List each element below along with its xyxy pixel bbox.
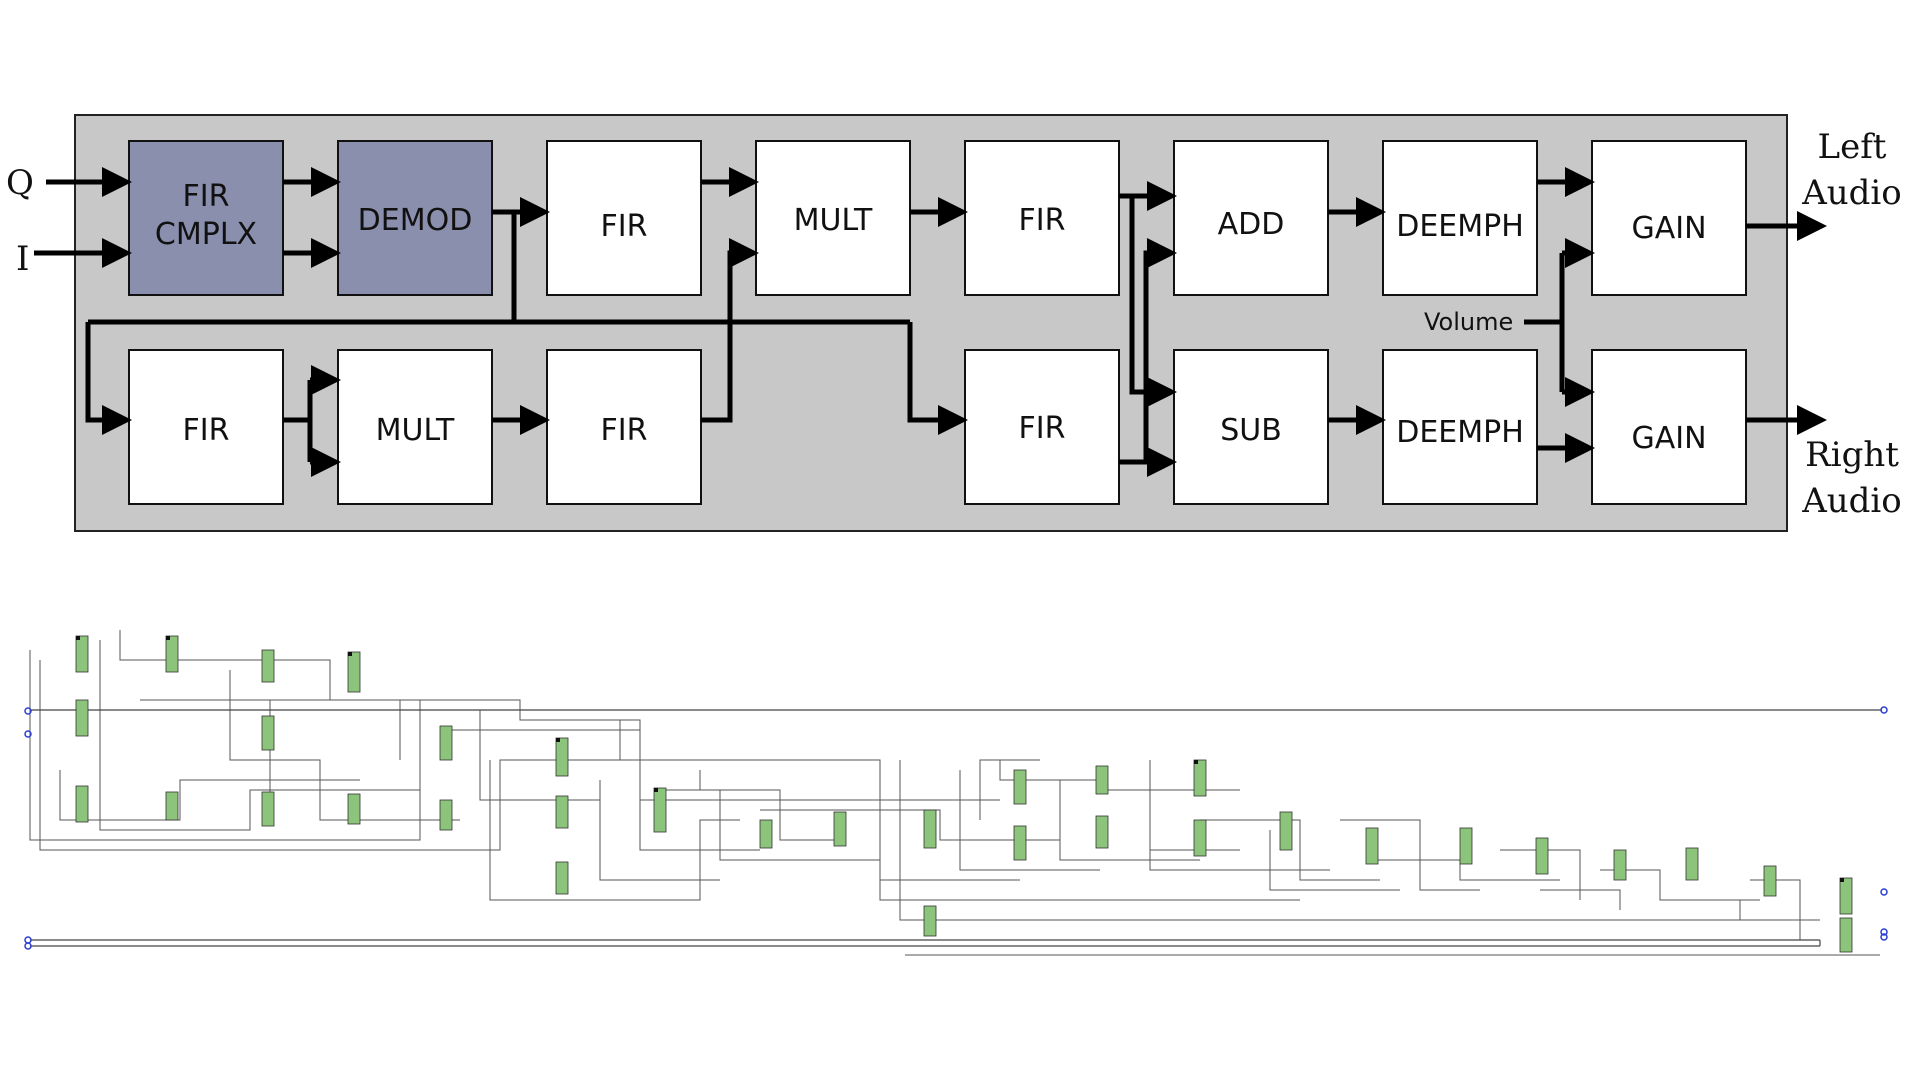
- fir-top-2-block: [964, 140, 1120, 296]
- volume-label: Volume: [1424, 308, 1513, 336]
- fir-top-1-block: [546, 140, 702, 296]
- sub-label: SUB: [1220, 413, 1282, 448]
- fir-bot-2-label: FIR: [601, 413, 648, 448]
- add-block: [1173, 140, 1329, 296]
- gain-bot-block: [1591, 349, 1747, 505]
- fir-bot-2-block: [546, 349, 702, 505]
- mult-bot-label: MULT: [376, 413, 455, 448]
- output-left-label-2: Audio: [1801, 173, 1902, 213]
- netlist-cell-markers: [76, 636, 1844, 882]
- mult-top-block: [755, 140, 911, 296]
- netlist-ports: [24, 706, 1888, 950]
- fir-bot-1-label: FIR: [183, 413, 230, 448]
- netlist-schematic: [24, 630, 1888, 956]
- demod-block: [337, 140, 493, 296]
- fir-cmplx-label-2: CMPLX: [155, 217, 257, 252]
- netlist-bus-lines: [30, 709, 1882, 947]
- fir-cmplx-block: [128, 140, 284, 296]
- deemph-bot-block: [1382, 349, 1538, 505]
- mult-top-label: MULT: [794, 203, 873, 238]
- fir-top-1-label: FIR: [601, 209, 648, 244]
- input-i-label: I: [16, 239, 29, 279]
- add-label: ADD: [1218, 207, 1285, 242]
- output-left-label-1: Left: [1818, 127, 1887, 167]
- deemph-bot-label: DEEMPH: [1396, 415, 1524, 450]
- gain-top-block: [1591, 140, 1747, 296]
- netlist-wires: [29, 630, 1880, 956]
- fir-top-2-label: FIR: [1019, 203, 1066, 238]
- netlist-cells: [75, 635, 1853, 953]
- gain-top-label: GAIN: [1631, 211, 1706, 246]
- deemph-top-label: DEEMPH: [1396, 209, 1524, 244]
- output-right-label-2: Audio: [1801, 481, 1902, 521]
- sub-block: [1173, 349, 1329, 505]
- input-q-label: Q: [6, 163, 34, 203]
- fir-bot-3-block: [964, 349, 1120, 505]
- fir-cmplx-label-1: FIR: [183, 179, 230, 214]
- demod-label: DEMOD: [358, 203, 473, 238]
- output-right-label-1: Right: [1805, 435, 1899, 475]
- mult-bot-block: [337, 349, 493, 505]
- fir-bot-1-block: [128, 349, 284, 505]
- fir-bot-3-label: FIR: [1019, 411, 1066, 446]
- signal-wires: [34, 167, 1827, 477]
- gain-bot-label: GAIN: [1631, 421, 1706, 456]
